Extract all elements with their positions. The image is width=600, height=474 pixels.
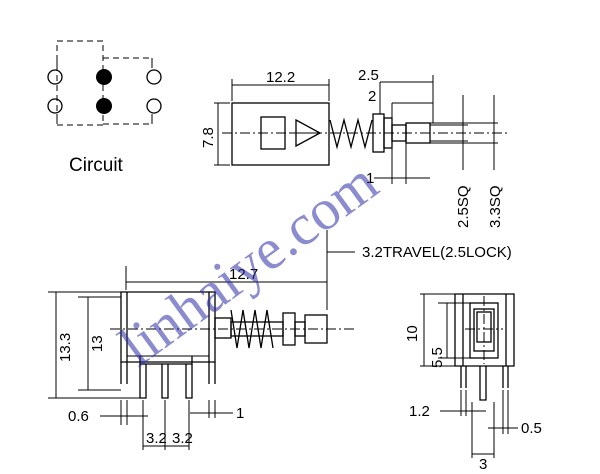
dim-top-height: 7.8 — [200, 127, 217, 148]
circuit-dashed-box — [56, 40, 104, 126]
dim-pin-1: 1 — [236, 405, 244, 422]
spring-side — [230, 309, 274, 349]
circuit-terminal-open — [47, 69, 63, 85]
dim-side-height: 13 — [89, 335, 106, 352]
dim-plunger-2-5: 2.5 — [358, 67, 379, 84]
dim-end-pitch: 3 — [479, 456, 487, 473]
side-pins — [120, 362, 216, 399]
top-view: 12.2 7.8 2.5 2 1 2.5SQ 3.3SQ — [200, 67, 510, 228]
circuit-terminal-open — [146, 98, 162, 114]
dim-end-pin-1-2: 1.2 — [409, 403, 430, 420]
dim-side-length: 12.7 — [229, 266, 258, 283]
dim-pitch-a: 3.2 — [146, 430, 167, 447]
top-body — [231, 102, 330, 166]
dim-sq-2-5: 2.5SQ — [455, 185, 472, 228]
dim-side-height-total: 13.3 — [57, 333, 74, 362]
dim-top-width: 12.2 — [266, 69, 295, 86]
circuit-terminal-common — [96, 98, 112, 114]
dim-pin-width: 0.6 — [68, 408, 89, 425]
end-view: 10 5.5 1.2 0.5 3 — [404, 293, 542, 473]
dim-travel-lock: 3.2TRAVEL(2.5LOCK) — [362, 244, 512, 261]
circuit-terminal-open — [47, 98, 63, 114]
end-body — [454, 293, 515, 367]
spring-top — [329, 117, 373, 150]
dim-travel-1: 1 — [366, 170, 374, 187]
dim-end-height: 10 — [404, 325, 421, 342]
circuit-terminal-common — [96, 69, 112, 85]
dim-end-pin-0-5: 0.5 — [521, 420, 542, 437]
dim-pitch-b: 3.2 — [172, 430, 193, 447]
plunger-tip — [405, 122, 431, 144]
side-view: 3.2TRAVEL(2.5LOCK) 12.7 — [48, 230, 512, 450]
dim-sq-3-3: 3.3SQ — [487, 185, 504, 228]
circuit-terminal-open — [146, 69, 162, 85]
circuit-label: Circuit — [69, 155, 124, 176]
circuit-diagram: Circuit — [47, 40, 162, 176]
dim-end-inner: 5.5 — [429, 347, 446, 368]
dim-plunger-2: 2 — [368, 88, 376, 105]
end-pins — [460, 366, 509, 401]
